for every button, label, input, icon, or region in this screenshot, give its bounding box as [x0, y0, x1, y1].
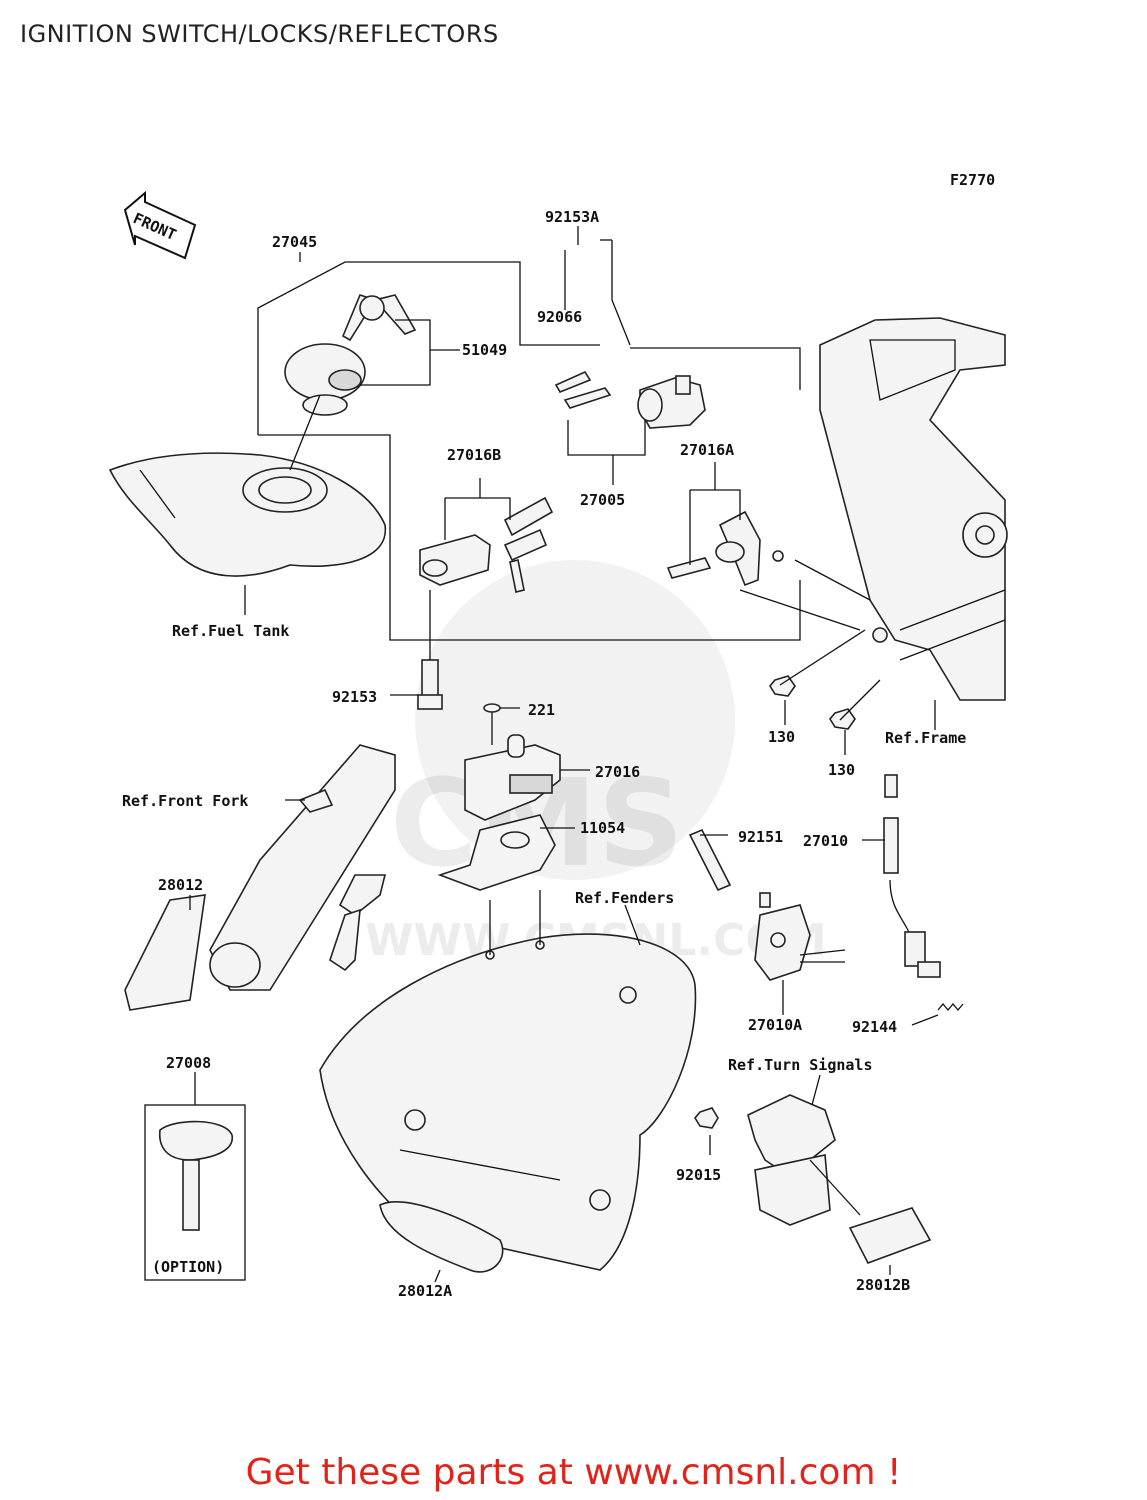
- front-arrow-icon: FRONT: [123, 190, 197, 260]
- switch-27010A-part: [754, 892, 846, 981]
- group-bracket: [257, 261, 600, 435]
- label-11054: 11054: [580, 819, 625, 837]
- label-27008: 27008: [166, 1054, 211, 1072]
- harness-27010-part: [883, 774, 941, 978]
- figure-code: F2770: [950, 171, 995, 189]
- reflector-28012A-part: [379, 1201, 504, 1273]
- page-title: IGNITION SWITCH/LOCKS/REFLECTORS: [20, 20, 499, 48]
- ref-front-fork: Ref.Front Fork: [122, 792, 248, 810]
- label-27016: 27016: [595, 763, 640, 781]
- group-bracket-right: [630, 347, 801, 390]
- label-27010: 27010: [803, 832, 848, 850]
- fender-part: [319, 933, 697, 1271]
- label-92151: 92151: [738, 828, 783, 846]
- frame-part: [819, 317, 1008, 701]
- label-92153A: 92153A: [545, 208, 599, 226]
- label-27045: 27045: [272, 233, 317, 251]
- label-92144: 92144: [852, 1018, 897, 1036]
- ref-fenders: Ref.Fenders: [575, 889, 674, 907]
- footer-link[interactable]: Get these parts at www.cmsnl.com !: [245, 1452, 902, 1493]
- fuel-cap-part: [284, 343, 366, 416]
- label-92066: 92066: [537, 308, 582, 326]
- fuel-tank-part: [108, 452, 386, 577]
- leader-lines: [189, 226, 939, 1283]
- keys-51049: [341, 294, 417, 342]
- label-28012: 28012: [158, 876, 203, 894]
- lock-27016A-part: [666, 510, 784, 587]
- bolt-92151-part: [688, 828, 732, 892]
- label-28012A: 28012A: [398, 1282, 452, 1300]
- ref-fuel-tank: Ref.Fuel Tank: [172, 622, 289, 640]
- ref-frame: Ref.Frame: [885, 729, 966, 747]
- label-130-b: 130: [828, 761, 855, 779]
- label-130-a: 130: [768, 728, 795, 746]
- part-labels: 27045 92153A 92066 51049 27016B 27005 27…: [122, 208, 966, 1300]
- label-27010A: 27010A: [748, 1016, 802, 1034]
- bracket-11054-part: [437, 814, 556, 891]
- reflector-28012-part: [124, 894, 206, 1011]
- front-fork-part: [209, 744, 396, 991]
- label-27016A: 27016A: [680, 441, 734, 459]
- label-92015: 92015: [676, 1166, 721, 1184]
- label-92153: 92153: [332, 688, 377, 706]
- label-51049: 51049: [462, 341, 507, 359]
- lock-27016-part: [464, 734, 561, 821]
- reflector-28012B-part: [848, 1207, 932, 1264]
- turn-signal-bracket-part: [694, 1094, 836, 1226]
- bolt-92153-part: [417, 659, 443, 710]
- option-label: (OPTION): [152, 1258, 224, 1276]
- screw-221-part: [483, 703, 501, 745]
- ref-turn-signals: Ref.Turn Signals: [728, 1056, 873, 1074]
- label-221: 221: [528, 701, 555, 719]
- ignition-switch-part: [554, 370, 706, 429]
- spring-92144-part: [937, 1002, 964, 1012]
- group-bracket-lower: [258, 434, 801, 641]
- label-27016B: 27016B: [447, 446, 501, 464]
- label-27005: 27005: [580, 491, 625, 509]
- option-key-box: [144, 1104, 246, 1281]
- label-28012B: 28012B: [856, 1276, 910, 1294]
- nuts-130-part: [769, 675, 856, 730]
- lock-27016B-part: [419, 496, 554, 593]
